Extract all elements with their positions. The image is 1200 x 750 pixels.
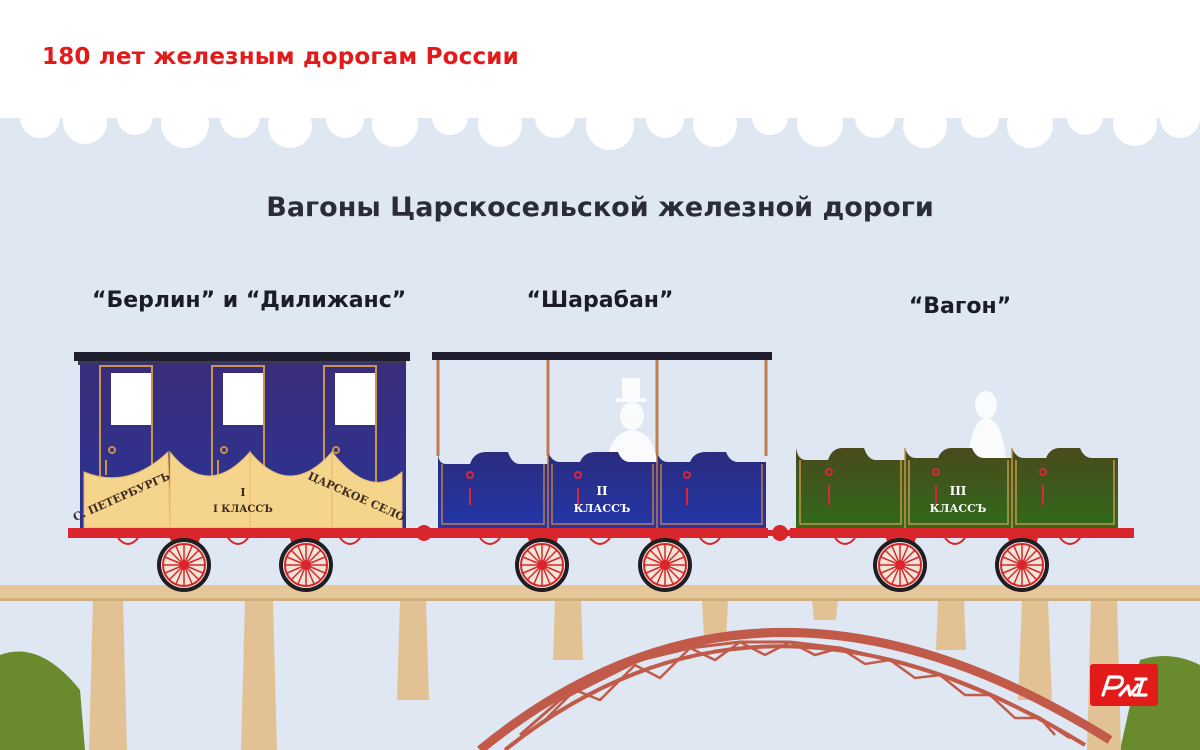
car3-class-numeral: III — [950, 484, 967, 498]
wheel — [515, 538, 569, 592]
rzd-logo-icon — [1101, 675, 1148, 697]
car3-body — [796, 448, 1118, 528]
car-label-berlin-diligence: “Берлин” и “Дилижанс” — [92, 288, 407, 313]
page-title: Вагоны Царскосельской железной дороги — [266, 192, 934, 223]
wheels — [157, 538, 1049, 592]
rzd-logo — [1090, 664, 1158, 706]
header-title: 180 лет железным дорогам России — [42, 44, 519, 70]
car3-passenger-silhouette — [968, 391, 1006, 465]
car2-class-numeral: II — [596, 484, 608, 498]
car-label-sharaban: “Шарабан” — [526, 288, 674, 313]
car-vagon: III КЛАССЪ — [796, 391, 1118, 528]
car-sharaban: II КЛАССЪ — [432, 352, 772, 528]
car2-body — [438, 452, 766, 528]
car-berlin-diligence: С. ПЕТЕРБУРГЪ I I КЛАССЪ ЦАРСКОЕ СЕЛО — [71, 352, 410, 530]
car1-banner — [83, 450, 403, 529]
wheel — [638, 538, 692, 592]
car2-frame — [430, 528, 768, 538]
car3-class-label: КЛАССЪ — [930, 502, 987, 515]
car1-windows — [111, 373, 375, 425]
car1-banner-text-class: I КЛАССЪ — [213, 504, 273, 515]
cloud-band — [0, 0, 1200, 150]
wheel — [279, 538, 333, 592]
car1-roof — [74, 352, 410, 361]
car1-banner-text-class-numeral: I — [240, 486, 245, 499]
car2-roof — [432, 352, 772, 360]
bridge-arch — [477, 627, 1113, 750]
left-hill — [0, 651, 85, 750]
couplers — [412, 525, 794, 541]
car1-frame — [68, 528, 418, 538]
wheel — [995, 538, 1049, 592]
car-label-vagon: “Вагон” — [908, 294, 1012, 319]
bridge-deck-shadow — [0, 598, 1200, 601]
wheel — [873, 538, 927, 592]
wheel — [157, 538, 211, 592]
car2-class-label: КЛАССЪ — [574, 502, 631, 515]
car3-frame — [790, 528, 1134, 538]
